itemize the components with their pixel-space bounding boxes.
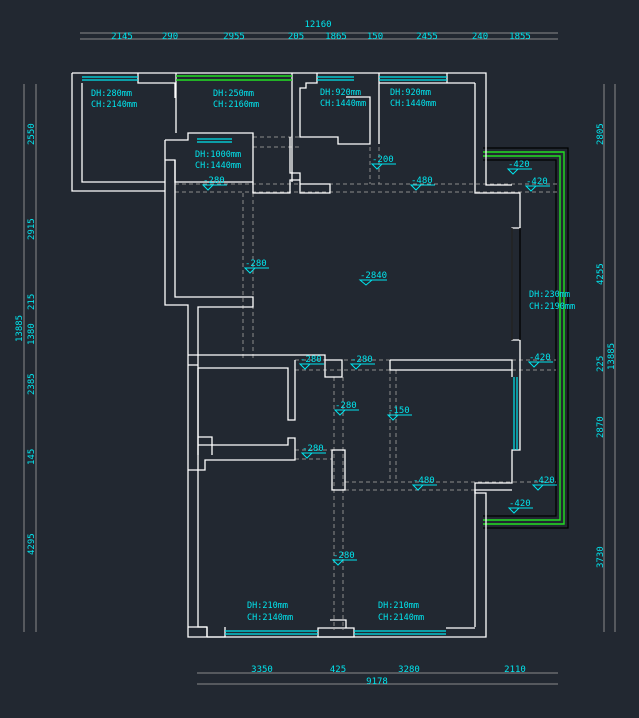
elevation-markers: -280 -200 -480 -420 -420 -280 -2840 -280… (201, 155, 557, 566)
opening-dh: DH:250mm (213, 89, 254, 99)
svg-text:-480: -480 (413, 476, 435, 486)
top-dimensions: 12160 2145 290 2955 205 1865 150 2455 24… (111, 20, 531, 42)
svg-text:-280: -280 (302, 444, 324, 454)
opening-dh: DH:920mm (390, 88, 431, 98)
dim-bottom: 425 (330, 665, 346, 675)
dim-left-total: 13885 (15, 315, 25, 342)
dim-right: 4255 (596, 263, 606, 285)
elevation-marker: -420 (506, 160, 532, 175)
elevation-marker: -280 (333, 401, 359, 416)
svg-text:-280: -280 (335, 401, 357, 411)
opening-ch: CH:2140mm (247, 613, 293, 623)
dim-bottom-total: 9178 (366, 677, 388, 687)
svg-text:-420: -420 (529, 353, 551, 363)
opening-ch: CH:1440mm (390, 99, 436, 109)
dim-right-total: 13885 (607, 343, 617, 370)
opening-dh: DH:280mm (91, 89, 132, 99)
dim-top: 290 (162, 32, 178, 42)
dim-top: 150 (367, 32, 383, 42)
dim-left: 145 (27, 449, 37, 465)
opening-dh: DH:210mm (247, 601, 288, 611)
dim-bottom: 3280 (398, 665, 420, 675)
svg-text:-280: -280 (333, 551, 355, 561)
svg-text:-280: -280 (351, 355, 373, 365)
opening-ch: CH:1440mm (320, 99, 366, 109)
elevation-marker: -280 (300, 444, 326, 459)
dim-left: 2915 (27, 218, 37, 240)
elevation-marker: -280 (298, 355, 324, 370)
svg-text:-280: -280 (245, 259, 267, 269)
walls (71, 72, 521, 638)
opening-ch: CH:2140mm (378, 613, 424, 623)
svg-text:-420: -420 (533, 476, 555, 486)
dim-top: 1855 (509, 32, 531, 42)
elevation-marker: -280 (243, 259, 269, 274)
dim-right: 2805 (596, 123, 606, 145)
svg-text:-480: -480 (411, 176, 433, 186)
dim-left: 4295 (27, 533, 37, 555)
elevation-marker: -150 (386, 406, 412, 421)
svg-text:-280: -280 (300, 355, 322, 365)
beam-lines (175, 136, 560, 630)
dim-right: 3730 (596, 546, 606, 568)
dim-top: 205 (288, 32, 304, 42)
elevation-marker: -420 (507, 499, 533, 514)
dim-top: 2955 (223, 32, 245, 42)
right-dimensions: 2805 4255 225 2870 3730 13885 (596, 123, 617, 568)
windows (82, 75, 521, 635)
opening-dh: DH:1000mm (195, 150, 241, 160)
dim-top: 240 (472, 32, 488, 42)
opening-ch: CH:2140mm (91, 100, 137, 110)
balcony-rail (483, 147, 569, 529)
svg-text:-420: -420 (509, 499, 531, 509)
svg-text:-2840: -2840 (360, 271, 387, 281)
svg-text:-150: -150 (388, 406, 410, 416)
opening-ch: CH:1440mm (195, 161, 241, 171)
elevation-marker: -280 (201, 176, 227, 191)
dim-left: 2385 (27, 373, 37, 395)
dim-bottom: 2110 (504, 665, 526, 675)
opening-ch: CH:2190mm (529, 302, 575, 312)
dimension-lines (23, 32, 616, 685)
svg-text:-280: -280 (203, 176, 225, 186)
elevation-marker: -280 (331, 551, 357, 566)
svg-text:-420: -420 (508, 160, 530, 170)
dim-left: 2550 (27, 123, 37, 145)
opening-ch: CH:2160mm (213, 100, 259, 110)
dim-right: 225 (596, 356, 606, 372)
elevation-marker: -280 (349, 355, 375, 370)
elevation-marker: -200 (370, 155, 396, 170)
opening-dh: DH:920mm (320, 88, 361, 98)
dim-bottom: 3350 (251, 665, 273, 675)
dim-top-total: 12160 (304, 20, 331, 30)
bottom-dimensions: 3350 425 3280 2110 9178 (251, 665, 526, 687)
opening-labels: DH:280mm CH:2140mm DH:250mm CH:2160mm DH… (91, 88, 575, 623)
elevation-marker: -420 (524, 177, 550, 192)
left-dimensions: 13885 2550 2915 215 1380 2385 145 4295 (15, 123, 37, 555)
elevation-marker: -480 (411, 476, 437, 491)
dim-top: 2455 (416, 32, 438, 42)
elevation-marker: -2840 (358, 271, 387, 286)
dim-top: 1865 (325, 32, 347, 42)
svg-text:-420: -420 (526, 177, 548, 187)
opening-dh: DH:230mm (529, 290, 570, 300)
dim-left: 215 (27, 294, 37, 310)
elevation-marker: -420 (527, 353, 553, 368)
elevation-marker: -480 (409, 176, 435, 191)
svg-text:-200: -200 (372, 155, 394, 165)
dim-top: 2145 (111, 32, 133, 42)
elevation-marker: -420 (531, 476, 557, 491)
dim-right: 2870 (596, 416, 606, 438)
opening-dh: DH:210mm (378, 601, 419, 611)
dim-left: 1380 (27, 323, 37, 345)
